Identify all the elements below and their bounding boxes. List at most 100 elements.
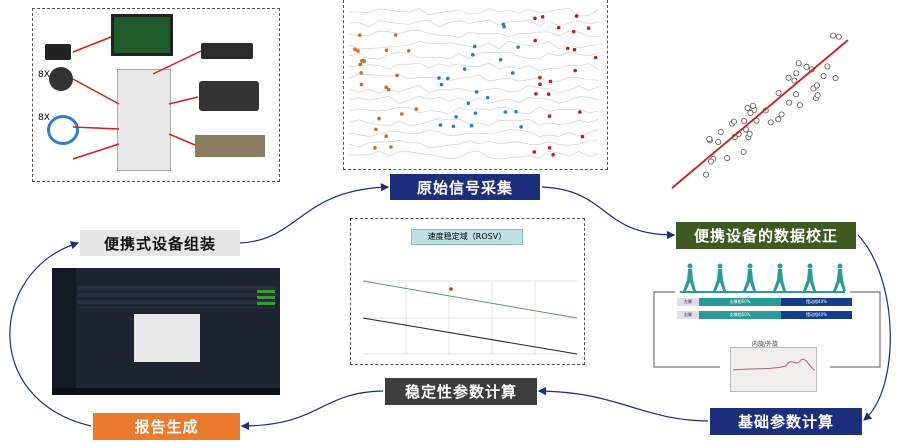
signal-point	[384, 48, 389, 52]
arrow-correction-to-basic	[857, 234, 891, 421]
signal-point	[389, 145, 393, 149]
signal-point	[377, 116, 381, 121]
signal-point	[437, 76, 441, 80]
signal-point	[406, 48, 411, 53]
scatter-point	[820, 73, 827, 80]
signal-point	[510, 71, 515, 75]
signal-trace	[348, 139, 600, 149]
signal-point	[473, 111, 478, 115]
signal-point	[516, 45, 520, 49]
gait-row-left: 左脚 支撑相60% 摆动相40%	[677, 298, 852, 306]
signal-point	[374, 127, 378, 132]
stance-phase: 支撑相60%	[699, 298, 781, 306]
signal-point	[498, 57, 503, 62]
scatter-point	[724, 155, 731, 162]
hardware-pointers	[72, 36, 202, 160]
signal-point	[532, 150, 537, 154]
walker-icon	[773, 263, 786, 291]
printer	[199, 81, 259, 111]
walker-icon	[803, 263, 816, 291]
signal-trace	[348, 85, 600, 94]
cable-count: 8X	[38, 113, 50, 123]
signal-point	[556, 25, 561, 30]
signal-point	[470, 52, 475, 57]
signal-point	[573, 68, 577, 73]
stance-phase: 支撑相60%	[699, 311, 781, 319]
signal-point	[503, 110, 508, 114]
signal-point	[451, 124, 456, 129]
regression-line	[671, 39, 849, 189]
gait-panel: 左脚 支撑相60% 摆动相40% 右脚 支撑相60% 摆动相40% 内旋/外旋	[650, 260, 890, 392]
step-acquisition: 原始信号采集	[390, 174, 540, 200]
app-dialog	[134, 314, 200, 362]
signal-point	[445, 76, 450, 81]
taskbar	[52, 388, 280, 395]
scatter-point	[832, 75, 839, 82]
signal-point	[534, 92, 538, 96]
signal-point	[514, 109, 518, 114]
arrow-assembly-to-acquisition	[239, 183, 390, 244]
signal-point	[373, 146, 377, 150]
arrow-basic-to-stability	[537, 386, 709, 422]
signal-point	[466, 101, 471, 106]
arrow-stability-to-report	[240, 390, 384, 431]
signal-point	[538, 82, 542, 87]
signal-point	[395, 73, 399, 78]
cart	[117, 69, 171, 171]
network-switch	[195, 135, 265, 157]
signal-point	[454, 115, 458, 119]
signal-trace	[348, 73, 600, 83]
software-screenshot	[52, 268, 280, 395]
signal-trace	[348, 129, 600, 138]
walker-icon	[833, 263, 846, 291]
scatter-point	[785, 74, 792, 81]
scatter-point	[775, 90, 782, 97]
scatter-point	[791, 77, 798, 84]
signal-trace	[348, 150, 600, 160]
keyboard	[201, 43, 253, 59]
signal-trace	[348, 8, 600, 17]
walking-figures	[653, 263, 881, 368]
computer-box	[45, 44, 71, 60]
signal-point	[593, 55, 598, 60]
signal-point	[578, 110, 582, 114]
signal-point	[546, 92, 551, 96]
signal-point	[586, 26, 591, 30]
signal-point	[519, 125, 523, 129]
scatter-point	[786, 99, 793, 106]
scatter-point	[741, 117, 748, 124]
cable	[47, 115, 79, 145]
signal-point	[438, 123, 443, 127]
rotation-plot-title: 内旋/外旋	[751, 341, 779, 348]
scatter-point	[803, 63, 810, 70]
signal-point	[548, 79, 553, 84]
signal-point	[540, 14, 545, 19]
swing-phase: 摆动相40%	[781, 311, 852, 319]
sensor	[49, 67, 73, 91]
scatter-point	[795, 60, 802, 67]
app-actions	[257, 290, 275, 306]
signal-trace	[348, 30, 600, 38]
signal-point	[533, 16, 537, 21]
signal-trace	[348, 118, 600, 127]
signal-point	[502, 24, 506, 29]
signal-point	[580, 134, 585, 139]
signal-point	[472, 44, 477, 49]
scatter-point	[796, 102, 803, 109]
scatter-point	[740, 148, 747, 155]
rosv-title: 速度稳定域（ROSV）	[411, 229, 523, 245]
arrow-report-to-assembly	[9, 241, 92, 427]
step-stability: 稳定性参数计算	[385, 378, 537, 405]
hardware-panel: 8X 8X	[32, 8, 280, 182]
scatter-point	[778, 111, 785, 118]
scatter-point	[703, 171, 710, 178]
signal-point	[386, 87, 391, 92]
raw-signal-panel	[343, 0, 608, 170]
scatter-point	[717, 129, 724, 136]
scatter-point	[767, 119, 774, 126]
upper-boundary	[362, 280, 578, 319]
gait-row-right: 右脚 支撑相60% 摆动相40%	[677, 311, 852, 319]
scatter-point	[730, 118, 737, 125]
